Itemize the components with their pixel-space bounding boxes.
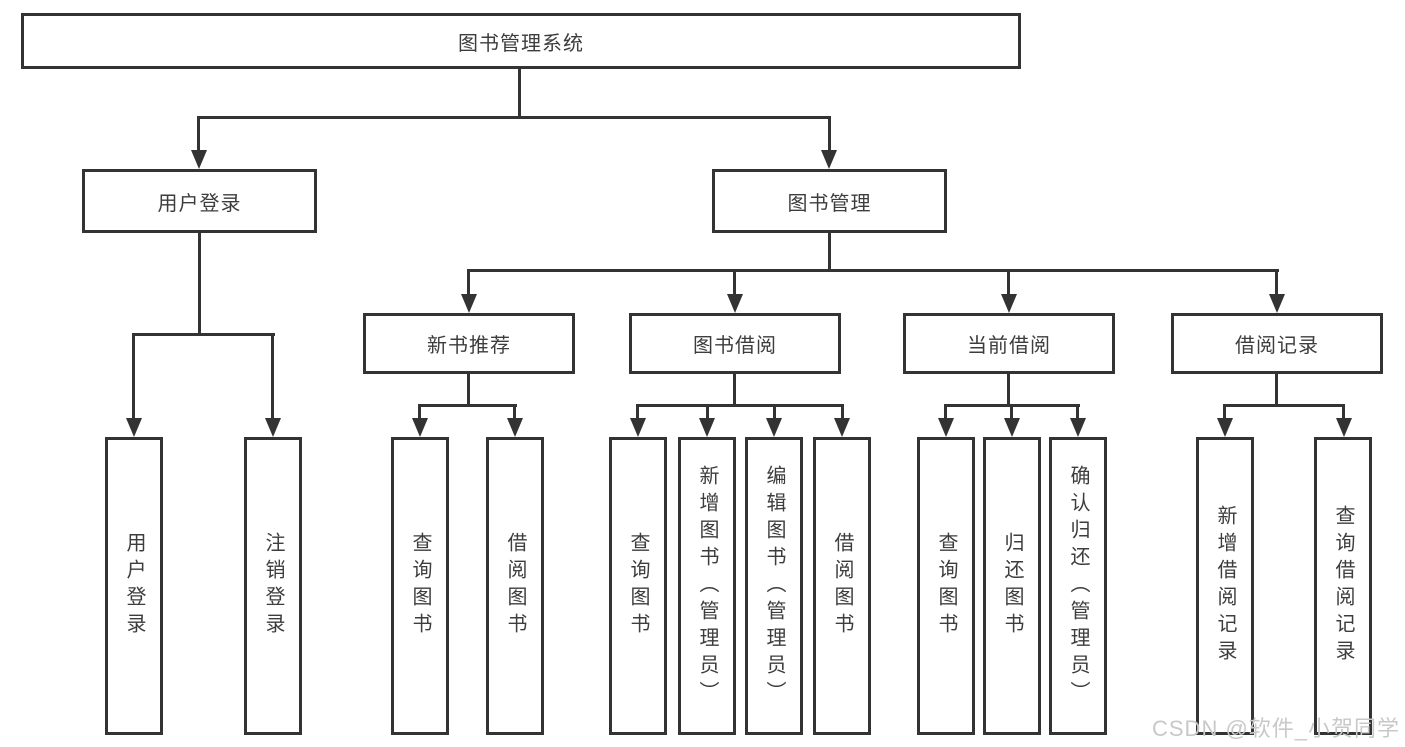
- arrow-down-icon: [1269, 294, 1285, 313]
- arrow-down-icon: [1004, 418, 1020, 437]
- connector-drop: [636, 404, 639, 421]
- arrow-down-icon: [727, 294, 743, 313]
- arrow-down-icon: [630, 418, 646, 437]
- leaf-logout: 注销登录: [244, 437, 302, 735]
- leaf-record-query: 查询借阅记录: [1314, 437, 1372, 735]
- arrow-down-icon: [412, 418, 428, 437]
- leaf-current-confirm-return-admin: 确认归还（管理员）: [1049, 437, 1107, 735]
- connector-level1-rail: [197, 116, 831, 119]
- connector-sec1-rail: [636, 404, 844, 407]
- connector-sec0-stem: [467, 374, 470, 407]
- arrow-down-icon: [1070, 418, 1086, 437]
- arrow-down-icon: [507, 418, 523, 437]
- leaf-borrow-query: 查询图书: [609, 437, 667, 735]
- connector-drop-borrow-records: [1275, 269, 1278, 296]
- connector-drop: [418, 404, 421, 421]
- connector-drop: [773, 404, 776, 421]
- connector-drop: [944, 404, 947, 421]
- arrow-down-icon: [191, 150, 207, 169]
- connector-drop-book-mgmt: [828, 116, 831, 152]
- connector-drop: [1076, 404, 1079, 421]
- connector-sec3-stem: [1275, 374, 1278, 407]
- connector-root-stem: [518, 69, 521, 119]
- leaf-record-add: 新增借阅记录: [1196, 437, 1254, 735]
- connector-sec0-rail: [418, 404, 517, 407]
- leaf-newbook-borrow: 借阅图书: [486, 437, 544, 735]
- connector-drop-leaf-logout: [271, 333, 274, 420]
- csdn-watermark: CSDN @软件_小贺同学: [1152, 716, 1401, 741]
- node-current-borrow: 当前借阅: [903, 313, 1115, 374]
- connector-drop: [706, 404, 709, 421]
- node-book-management: 图书管理: [712, 169, 947, 233]
- node-user-login: 用户登录: [82, 169, 317, 233]
- connector-drop-book-borrow: [733, 269, 736, 296]
- connector-drop: [1342, 404, 1345, 421]
- leaf-user-login: 用户登录: [105, 437, 163, 735]
- arrow-down-icon: [126, 418, 142, 437]
- connector-drop: [513, 404, 516, 421]
- arrow-down-icon: [1001, 294, 1017, 313]
- leaf-borrow-edit-admin: 编辑图书（管理员）: [745, 437, 803, 735]
- connector-drop-leaf-user-login: [132, 333, 135, 420]
- arrow-down-icon: [265, 418, 281, 437]
- connector-userlogin-stem: [198, 233, 201, 336]
- connector-sec1-stem: [733, 374, 736, 407]
- connector-drop-current-borrow: [1007, 269, 1010, 296]
- connector-drop: [1010, 404, 1013, 421]
- connector-sec2-stem: [1007, 374, 1010, 407]
- node-book-borrow: 图书借阅: [629, 313, 841, 374]
- leaf-current-return: 归还图书: [983, 437, 1041, 735]
- connector-bookmgmt-rail: [467, 269, 1279, 272]
- connector-drop-new-book: [467, 269, 470, 296]
- arrow-down-icon: [1336, 418, 1352, 437]
- leaf-borrow-add-admin: 新增图书（管理员）: [678, 437, 736, 735]
- connector-userlogin-rail: [132, 333, 275, 336]
- node-new-book-recommend: 新书推荐: [363, 313, 575, 374]
- arrow-down-icon: [699, 418, 715, 437]
- arrow-down-icon: [1217, 418, 1233, 437]
- node-borrow-records: 借阅记录: [1171, 313, 1383, 374]
- leaf-current-query: 查询图书: [917, 437, 975, 735]
- arrow-down-icon: [461, 294, 477, 313]
- connector-drop-user-login: [197, 116, 200, 152]
- leaf-borrow-book: 借阅图书: [813, 437, 871, 735]
- leaf-newbook-query: 查询图书: [391, 437, 449, 735]
- arrow-down-icon: [938, 418, 954, 437]
- connector-bookmgmt-stem: [828, 233, 831, 272]
- connector-sec3-rail: [1223, 404, 1345, 407]
- arrow-down-icon: [834, 418, 850, 437]
- connector-drop: [841, 404, 844, 421]
- arrow-down-icon: [766, 418, 782, 437]
- node-root-title: 图书管理系统: [21, 13, 1021, 69]
- connector-drop: [1223, 404, 1226, 421]
- arrow-down-icon: [821, 150, 837, 169]
